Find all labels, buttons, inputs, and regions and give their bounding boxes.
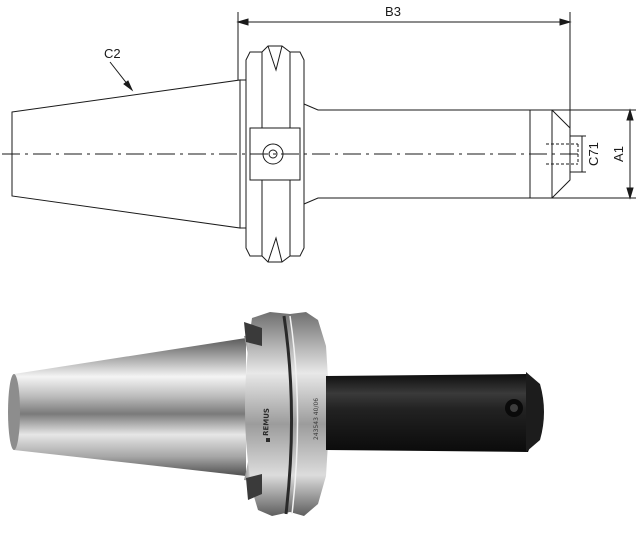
technical-drawing bbox=[2, 12, 636, 263]
photo-brand-logo: REMUS bbox=[262, 408, 271, 442]
dim-label-b3: B3 bbox=[385, 4, 401, 19]
photo-flange-drive-slot bbox=[244, 322, 262, 500]
dim-a1-arrow-bottom bbox=[626, 187, 634, 200]
dim-c2-arrow bbox=[123, 80, 134, 92]
photo-set-screw-core bbox=[510, 404, 518, 412]
photo-nose bbox=[526, 372, 544, 452]
drawing-flange-groove bbox=[267, 45, 283, 263]
brand-mark: REMUS bbox=[262, 408, 271, 436]
dim-a1-arrow-top bbox=[626, 108, 634, 121]
dim-label-a1: A1 bbox=[611, 146, 626, 162]
dim-label-c71: C71 bbox=[586, 142, 601, 166]
part-number-marking: 243543 40/06 bbox=[313, 398, 320, 440]
product-photo: REMUS 243543 40/06 bbox=[8, 312, 544, 516]
photo-flange-groove bbox=[282, 315, 294, 515]
dim-label-c2: C2 bbox=[104, 46, 121, 61]
photo-taper bbox=[10, 338, 246, 476]
photo-flange-groove-highlight bbox=[289, 315, 299, 515]
photo-flange bbox=[245, 312, 330, 516]
photo-shank bbox=[326, 374, 537, 452]
drawing-flange-outline bbox=[245, 45, 305, 263]
drawing-set-screw-core bbox=[268, 149, 278, 159]
photo-taper-end bbox=[8, 374, 20, 450]
dim-b3-arrow-right bbox=[559, 18, 572, 26]
dim-b3-arrow-left bbox=[236, 18, 249, 26]
